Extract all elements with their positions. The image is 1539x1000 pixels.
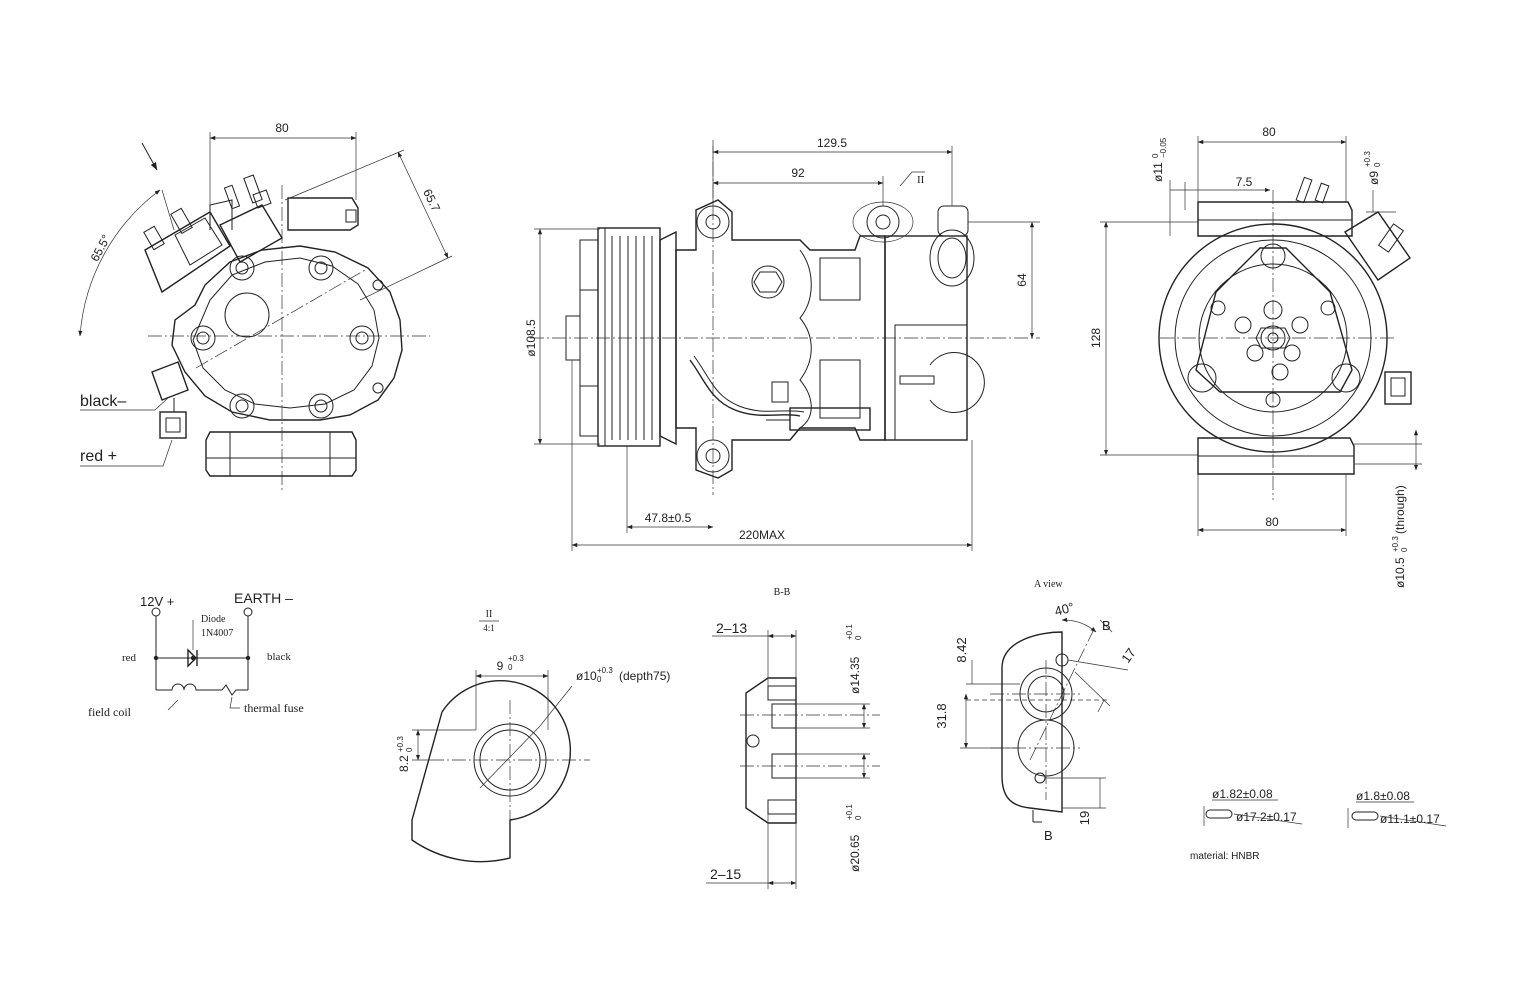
rear-hole-dim: ø10.5	[1393, 557, 1407, 588]
a-view-bottom-dim: 19	[1077, 811, 1092, 825]
detail-ii-title: II	[486, 609, 493, 620]
rear-bolt-right-dim: ø9	[1367, 171, 1381, 185]
lower-bore-tol-upper: +0.1	[845, 804, 854, 820]
earth-label: EARTH –	[234, 590, 293, 606]
overall-length-dim: 220MAX	[739, 528, 785, 542]
front-bolt-holes	[190, 255, 384, 419]
rear-height-dim: 128	[1089, 328, 1103, 348]
detail-ii-offset: 8.2	[397, 755, 411, 772]
front-view: A 80 65.5° 65.7 black– red +	[78, 121, 453, 492]
wiring-diagram: 12V + EARTH – Diode 1N4007 red black fie…	[88, 590, 304, 719]
a-view-spacing-dim: 31.8	[934, 703, 949, 728]
thermal-fuse-label: thermal fuse	[244, 701, 304, 715]
side-height-dim: 64	[1015, 273, 1029, 287]
rear-hole-note: (through)	[1393, 485, 1407, 534]
rear-top-width-dim: 80	[1262, 125, 1276, 139]
upper-bore-dim: ø14.35	[848, 656, 862, 694]
rear-bolt-left-dim: ø11	[1151, 162, 1165, 182]
section-label-top: B	[1102, 618, 1111, 633]
pulley-dia-dim: ø108.5	[524, 319, 538, 357]
a-view-diag-dim: 17	[1118, 645, 1139, 665]
material-note: material: HNBR	[1190, 851, 1259, 862]
supply-label: 12V +	[140, 594, 174, 609]
diode-part: 1N4007	[201, 628, 233, 639]
lower-bore-tol-lower: 0	[854, 815, 863, 820]
rear-bottom-width-dim: 80	[1265, 515, 1279, 529]
detail-ii-offset-tol-upper: +0.3	[396, 736, 405, 752]
detail-ii-hole-tol-lower: 0	[597, 675, 602, 684]
rear-hole-tol-upper: +0.3	[1391, 536, 1400, 552]
side-overall-dim: 129.5	[817, 136, 847, 150]
red-label: red	[122, 652, 137, 664]
a-view-title: A view	[1034, 579, 1063, 590]
detail-ii-hole-note: (depth75)	[619, 669, 670, 683]
rear-bolt-right-tol-upper: +0.3	[1363, 151, 1372, 167]
detail-ii-width-tol-lower: 0	[508, 663, 513, 672]
wire-red-label: red +	[80, 448, 117, 465]
upper-bore-tol-lower: 0	[854, 635, 863, 640]
wire-black-label: black–	[80, 393, 126, 410]
view-arrow-label: A	[138, 121, 150, 140]
diode-label: Diode	[201, 614, 226, 625]
front-width-dim: 80	[275, 121, 289, 135]
seals: ø1.82±0.08 ø17.2±0.17 ø1.8±0.08 ø11.1±0.…	[1190, 787, 1447, 862]
detail-ref-label: II	[917, 174, 925, 186]
seal1-id-dim: ø17.2±0.17	[1236, 810, 1297, 824]
seal1-cross-dim: ø1.82±0.08	[1212, 787, 1273, 801]
black-label: black	[267, 651, 291, 663]
seal2-cross-dim: ø1.8±0.08	[1356, 789, 1410, 803]
a-view-angle: 40°	[1053, 599, 1076, 619]
a-view-upper-dim: 8.42	[954, 637, 969, 662]
side-mount-dim: 92	[791, 166, 805, 180]
seal2-id-dim: ø11.1±0.17	[1380, 812, 1440, 826]
upper-bore-tol-upper: +0.1	[845, 624, 854, 640]
side-view: 129.5 92 II ø108.5 64 47.8±0.5 220MAX	[524, 136, 1040, 551]
detail-ii-offset-tol-lower: 0	[405, 747, 414, 752]
pulley	[565, 227, 661, 447]
rear-bolt-left-tol-lower: −0.05	[1159, 137, 1168, 158]
lower-bore-dim: ø20.65	[848, 834, 862, 872]
section-bb-bottom-thread: 2–15	[710, 866, 741, 882]
field-coil-label: field coil	[88, 705, 132, 719]
section-label-bottom: B	[1044, 828, 1053, 843]
rear-bolt-left-tol-upper: 0	[1151, 153, 1160, 158]
detail-ii-hole: ø10	[576, 669, 597, 683]
section-bb: B-B 2–13 2–15 ø14.35 +0.1 0 ø20.65 +0.1 …	[706, 587, 880, 889]
rear-bolt-right-tol-lower: 0	[1373, 162, 1382, 167]
section-bb-top-thread: 2–13	[716, 620, 747, 636]
a-view: A view 40° B B 17 8.42 31.8 19	[934, 579, 1139, 843]
rear-view: 80 ø11 0 −0.05 7.5 ø9 +0.3 0 128 80 ø10.…	[1089, 125, 1422, 588]
detail-ii-width: 9	[497, 659, 504, 673]
front-diag-dim: 65.7	[420, 187, 443, 214]
detail-ii-width-tol-upper: +0.3	[508, 654, 524, 663]
pulley-offset-dim: 47.8±0.5	[645, 511, 692, 525]
detail-ii-scale: 4:1	[483, 623, 495, 633]
section-bb-title: B-B	[774, 587, 791, 598]
detail-ii: II 4:1 9 +0.3 0 ø10 +0.3 0 (depth75) 8.2…	[396, 609, 670, 863]
rear-offset-dim: 7.5	[1236, 175, 1253, 189]
rear-hole-tol-lower: 0	[1400, 547, 1409, 552]
detail-ii-hole-tol-upper: +0.3	[597, 666, 613, 675]
front-angle-dim: 65.5°	[88, 232, 114, 264]
